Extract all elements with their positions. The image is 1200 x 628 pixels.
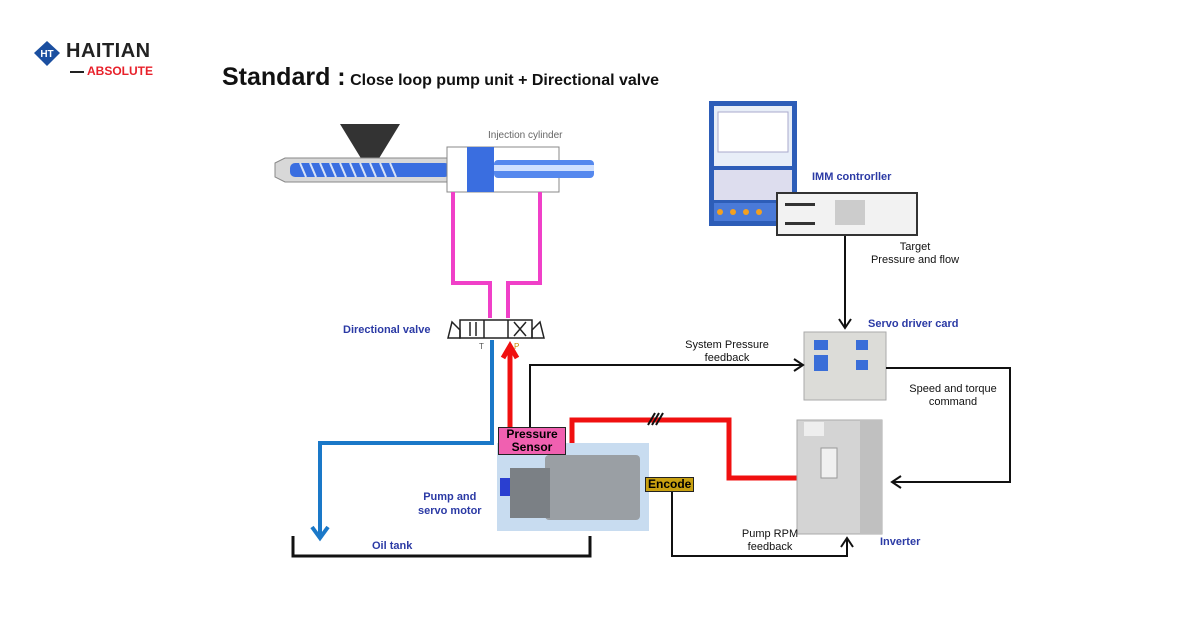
speed-torque-command-line [886, 367, 1011, 489]
title-prefix: Standard : [222, 63, 346, 91]
speed-torque-line2: command [928, 396, 978, 408]
target-signal-label: Target Pressure and flow [855, 241, 975, 267]
blue-return-line [310, 340, 494, 542]
pump-servo-motor-image [497, 443, 649, 531]
red-pressure-line [500, 341, 797, 481]
pump-motor-label: Pump and servo motor [418, 490, 482, 518]
target-line1: Target [899, 241, 931, 253]
speed-torque-line1: Speed and torque [909, 383, 997, 395]
servo-driver-card-image [803, 331, 887, 401]
system-pressure-label: System Pressure feedback [672, 339, 782, 365]
pump-rpm-label: Pump RPM feedback [730, 528, 810, 554]
directional-valve-label: Directional valve [343, 324, 431, 336]
sys-pressure-line1: System Pressure [685, 339, 769, 351]
hopper-icon [340, 124, 400, 160]
valve-port-p: P [514, 342, 520, 351]
oil-tank-label: Oil tank [372, 540, 413, 552]
page-title: Standard : Close loop pump unit + Direct… [222, 63, 659, 92]
pressure-sensor-tag: Pressure Sensor [498, 427, 566, 455]
encoder-tag: Encode [645, 477, 695, 492]
brand-name: HAITIAN [66, 40, 151, 62]
injection-cylinder-label: Injection cylinder [488, 130, 563, 141]
speed-torque-label: Speed and torque command [903, 383, 1003, 409]
inverter-image [796, 419, 883, 535]
pump-rpm-line2: feedback [747, 541, 793, 553]
injection-cylinder [446, 146, 594, 193]
pink-hydraulic-lines [451, 192, 542, 318]
pump-motor-label-line1: Pump and [423, 491, 477, 503]
brand-sub-text: ABSOLUTE [87, 64, 153, 78]
imm-controller-image [709, 101, 918, 236]
valve-port-t: T [479, 342, 484, 351]
pump-rpm-line1: Pump RPM [741, 528, 799, 540]
servo-driver-card-label: Servo driver card [868, 318, 959, 330]
sys-pressure-line2: feedback [704, 352, 750, 364]
target-line2: Pressure and flow [870, 254, 960, 266]
title-text: Close loop pump unit + Directional valve [350, 72, 660, 89]
pressure-sensor-line2: Sensor [511, 440, 553, 454]
logo-mark-text: HT [40, 49, 53, 60]
haitian-logo-mark: HT [34, 41, 60, 66]
system-pressure-feedback-line [529, 358, 805, 430]
oil-tank [291, 536, 592, 558]
pump-rpm-feedback-line [671, 490, 854, 557]
target-signal-arrow [838, 236, 852, 330]
imm-controller-label: IMM controrller [812, 171, 892, 183]
pump-motor-label-line2: servo motor [418, 505, 482, 517]
pressure-sensor-line1: Pressure [506, 427, 558, 441]
directional-valve-symbol [447, 319, 545, 339]
screw-barrel [274, 157, 451, 183]
brand-sub: ABSOLUTE [70, 64, 153, 78]
inverter-label: Inverter [880, 536, 921, 548]
